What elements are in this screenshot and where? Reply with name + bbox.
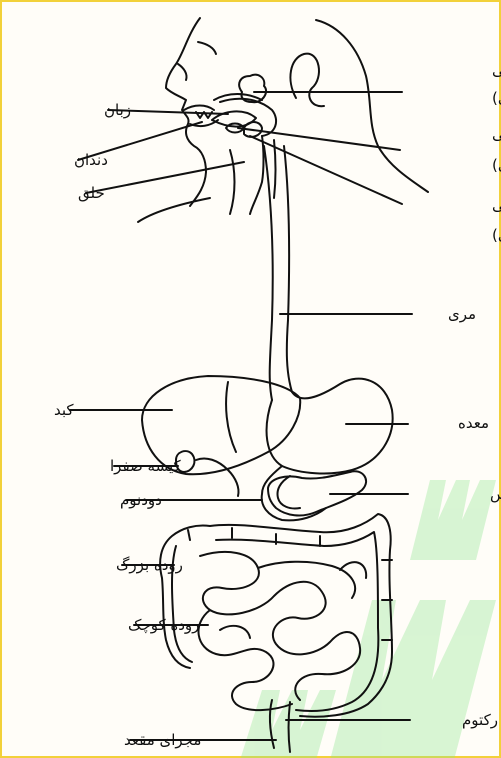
label-gallbladder: کیسه صفرا — [110, 457, 181, 475]
esophagus-left — [264, 146, 273, 400]
liver-lobe-line — [226, 382, 236, 452]
label-sublingual-2: (زیر زبانی) — [492, 156, 501, 174]
small-intestine — [199, 552, 367, 710]
label-rectum: رکتوم — [462, 711, 498, 729]
parotid-gland — [239, 75, 266, 102]
label-esophagus: مری — [448, 305, 476, 323]
neck-line — [230, 150, 235, 214]
ear — [290, 54, 324, 107]
pharynx-wall-1 — [250, 136, 264, 214]
large-intestine-inner — [172, 532, 378, 711]
bile-duct — [196, 458, 239, 496]
head-back — [316, 20, 428, 192]
lip-upper — [184, 106, 214, 111]
label-large-intestine: روده بزرگ — [116, 556, 183, 574]
duodenum-inner — [278, 476, 301, 509]
label-small-intestine: روده کوچک — [128, 616, 199, 634]
label-submandibular-2: (زیرفکی) — [492, 226, 501, 244]
neck-front — [138, 198, 210, 222]
pharynx-wall-2 — [274, 140, 276, 198]
label-sublingual-1: غدهٔ بزاقی — [492, 125, 501, 143]
label-pancreas: پانکراس — [490, 485, 501, 504]
label-parotid-2: (بناگوشی) — [492, 89, 501, 107]
label-anus: مجرای مقعد — [124, 731, 201, 749]
label-pharynx: حلق — [78, 184, 105, 202]
stomach-outline — [267, 379, 393, 474]
label-submandibular-1: غدهٔ بزاقی — [492, 196, 501, 214]
esophagus-right — [284, 146, 292, 392]
label-teeth: دندان — [74, 151, 108, 169]
label-liver: کبد — [54, 401, 74, 419]
label-duodenum: دودنوم — [120, 491, 162, 509]
eye — [198, 42, 216, 54]
label-stomach: معده — [458, 414, 489, 432]
label-parotid-1: غدهٔ بزاقی — [492, 61, 501, 79]
leader-pharynx — [86, 162, 244, 193]
nostril — [178, 64, 187, 80]
label-tongue: زبان — [104, 101, 131, 119]
